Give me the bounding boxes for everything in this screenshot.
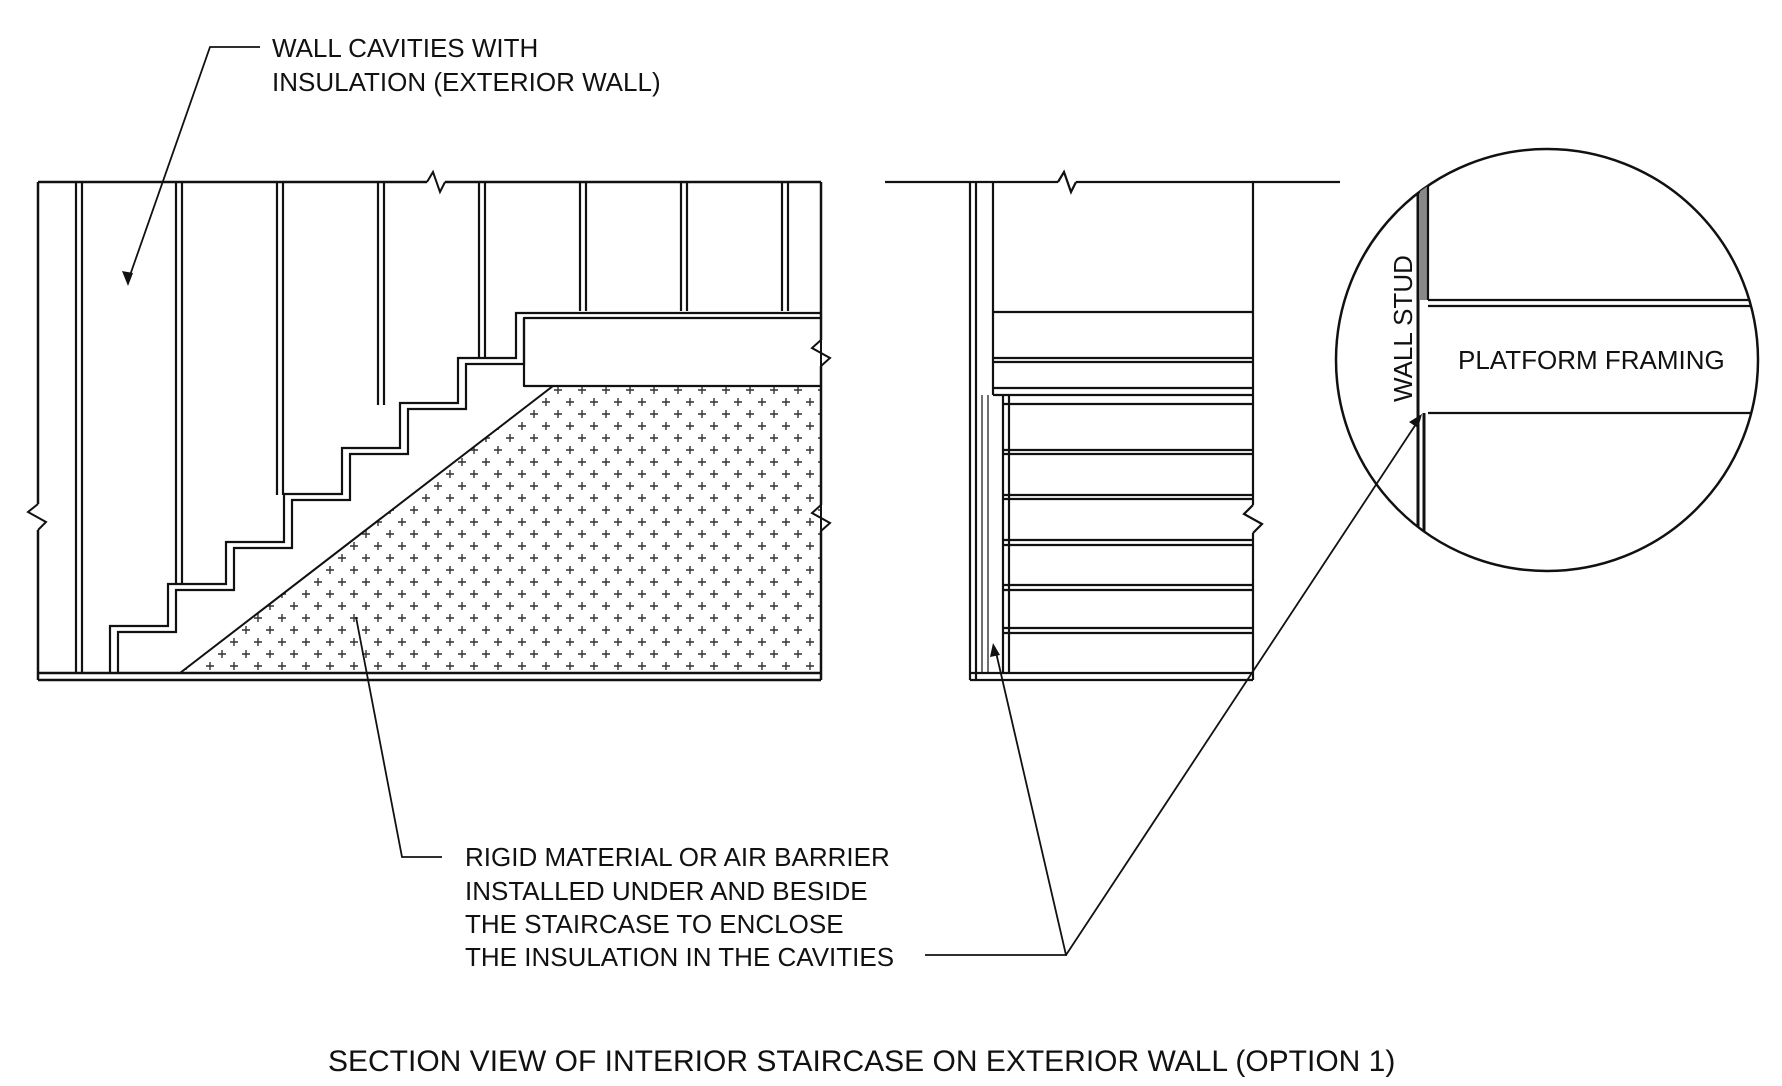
wall-stud-label: WALL STUD bbox=[1388, 255, 1418, 402]
break-mark-top-right bbox=[1057, 169, 1077, 195]
wall-cavities-label-1: WALL CAVITIES WITH bbox=[272, 33, 538, 63]
left-wall-elevation bbox=[26, 169, 832, 682]
break-mark-top-left bbox=[426, 169, 446, 195]
rigid-material-label-4: THE INSULATION IN THE CAVITIES bbox=[465, 942, 894, 972]
rigid-material-label-3: THE STAIRCASE TO ENCLOSE bbox=[465, 909, 844, 939]
drawing-title: SECTION VIEW OF INTERIOR STAIRCASE ON EX… bbox=[328, 1045, 1395, 1078]
platform-framing-block bbox=[523, 317, 822, 387]
break-mark-right-lower bbox=[810, 504, 832, 532]
leader-detail bbox=[1065, 417, 1421, 956]
insulation-fill bbox=[180, 386, 821, 673]
right-wall-section bbox=[885, 169, 1340, 682]
break-mark-left bbox=[26, 503, 48, 531]
rigid-material-label-1: RIGID MATERIAL OR AIR BARRIER bbox=[465, 842, 890, 872]
leader-wall-cavities bbox=[127, 46, 260, 282]
detail-circle bbox=[1334, 147, 1760, 573]
rigid-material-label-2: INSTALLED UNDER AND BESIDE bbox=[465, 876, 868, 906]
wall-cavities-label-2: INSULATION (EXTERIOR WALL) bbox=[272, 67, 661, 97]
leader-rigid-material bbox=[355, 616, 442, 858]
wall-studs bbox=[74, 182, 790, 673]
annotations: WALL CAVITIES WITH INSULATION (EXTERIOR … bbox=[272, 33, 1395, 1078]
leader-right-section bbox=[925, 647, 1068, 956]
break-mark-right-section bbox=[1242, 504, 1264, 534]
platform-framing-label: PLATFORM FRAMING bbox=[1458, 345, 1725, 375]
detail-callout: WALL STUD PLATFORM FRAMING bbox=[1334, 147, 1760, 573]
leader-lines bbox=[122, 46, 1422, 956]
